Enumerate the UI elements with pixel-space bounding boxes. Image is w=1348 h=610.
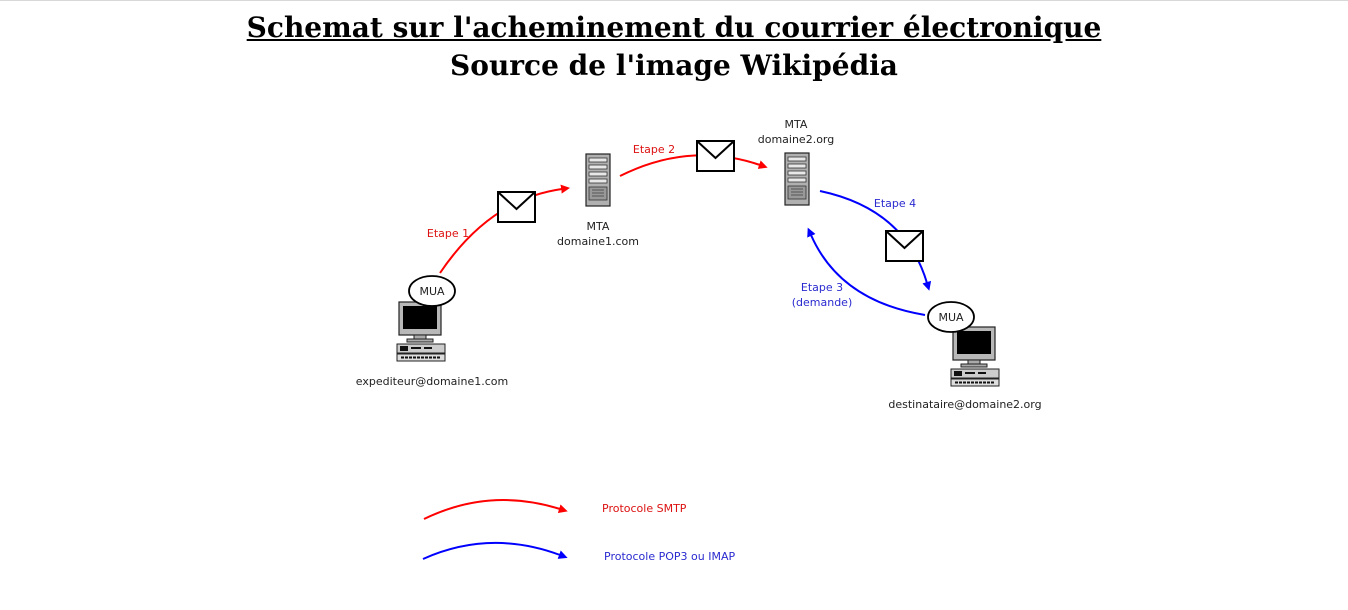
legend-smtp-arrow bbox=[423, 499, 568, 520]
step4-arrow bbox=[819, 190, 932, 291]
step1-arrow bbox=[439, 184, 571, 274]
page-title: Schemat sur l'acheminement du courrier é… bbox=[246, 11, 1102, 44]
recipient-mua-bubble bbox=[927, 301, 975, 333]
mta1-label: MTA bbox=[587, 220, 610, 233]
step2-arrow bbox=[619, 154, 768, 177]
envelope-icon bbox=[696, 140, 735, 172]
step3-arrow bbox=[807, 227, 926, 316]
step3-label: Etape 3 bbox=[801, 281, 843, 294]
page-header: Schemat sur l'acheminement du courrier é… bbox=[0, 9, 1348, 85]
server-icon bbox=[784, 152, 810, 206]
legend: Protocole SMTP Protocole POP3 ou IMAP bbox=[422, 499, 735, 563]
recipient-address: destinataire@domaine2.org bbox=[888, 398, 1041, 411]
recipient-mua-label: MUA bbox=[938, 311, 964, 324]
step2-label: Etape 2 bbox=[633, 143, 675, 156]
step4-label: Etape 4 bbox=[874, 197, 916, 210]
mta2-label: MTA bbox=[785, 118, 808, 131]
computer-icon bbox=[950, 326, 1000, 387]
computer-icon bbox=[396, 301, 446, 362]
envelope-icon bbox=[497, 191, 536, 223]
mta1-domain: domaine1.com bbox=[557, 235, 639, 248]
sender-mua-label: MUA bbox=[419, 285, 445, 298]
step3-note: (demande) bbox=[792, 296, 853, 309]
legend-pop-arrow bbox=[422, 541, 568, 560]
step1-label: Etape 1 bbox=[427, 227, 469, 240]
legend-smtp-label: Protocole SMTP bbox=[602, 502, 687, 515]
sender-mua-bubble bbox=[408, 275, 456, 307]
server-icon bbox=[585, 153, 611, 207]
mta2-domain: domaine2.org bbox=[758, 133, 835, 146]
envelope-icon bbox=[885, 230, 924, 262]
legend-pop-label: Protocole POP3 ou IMAP bbox=[604, 550, 735, 563]
page-subtitle: Source de l'image Wikipédia bbox=[450, 49, 898, 82]
sender-address: expediteur@domaine1.com bbox=[356, 375, 508, 388]
